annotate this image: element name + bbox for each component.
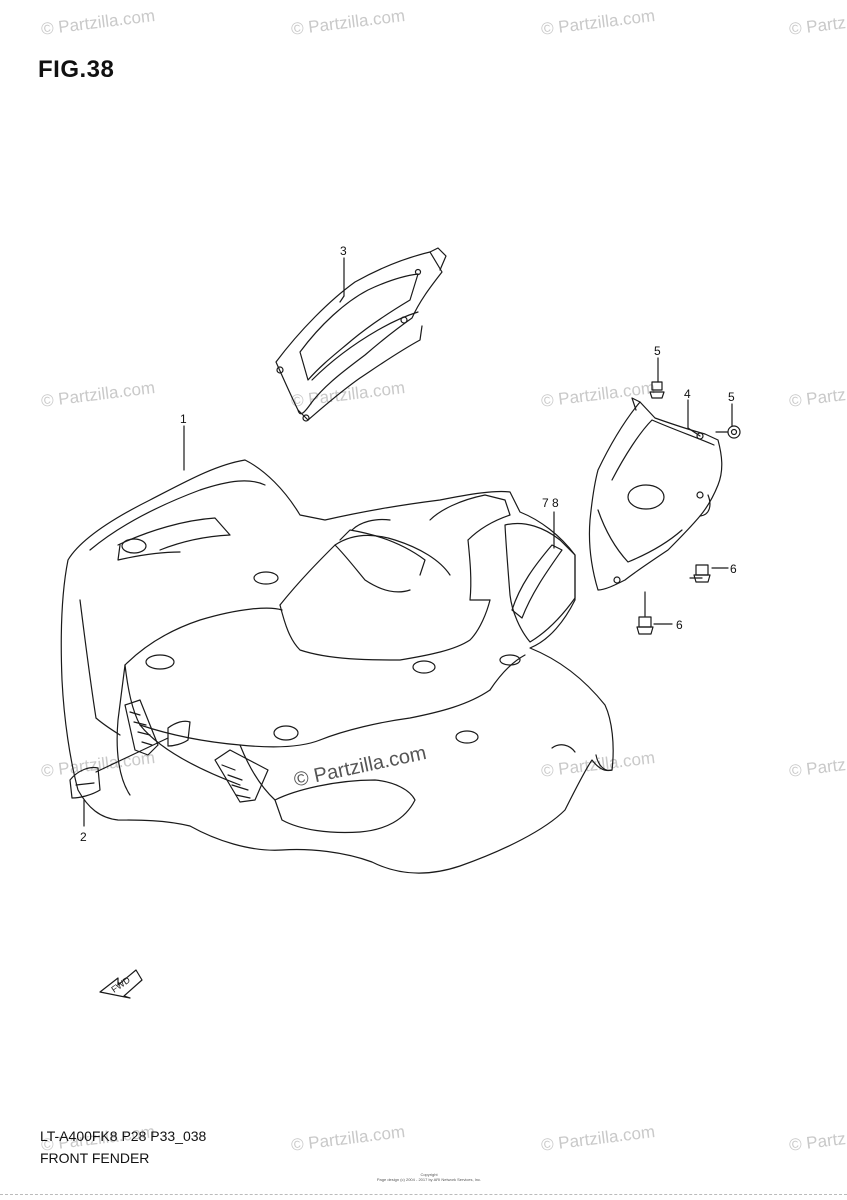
callout-1-front-fender[interactable]: 1 <box>180 412 187 426</box>
forward-direction-arrow: FWD <box>99 969 143 999</box>
callout-3-upper-cover[interactable]: 3 <box>340 244 347 258</box>
page-bottom-divider <box>0 1194 847 1195</box>
callout-7-8-emblem[interactable]: 7 8 <box>542 496 559 510</box>
callout-6-bolt[interactable]: 6 <box>676 618 683 632</box>
part-group-name: FRONT FENDER <box>40 1150 150 1166</box>
part-1-front-fender[interactable] <box>60 459 614 874</box>
copyright-notice: Copyright Page design (c) 2004 - 2017 by… <box>364 1172 494 1182</box>
part-4-side-cover[interactable] <box>588 397 723 591</box>
part-5-clip-a[interactable] <box>649 357 665 399</box>
part-6-bolt-a[interactable] <box>689 564 729 583</box>
copyright-line-1: Copyright <box>420 1172 438 1177</box>
copyright-line-2: Page design (c) 2004 - 2017 by ARI Netwo… <box>376 1177 482 1182</box>
figure-title: FIG.38 <box>38 56 115 83</box>
callout-5-clip[interactable]: 5 <box>728 390 735 404</box>
callout-4-side-cover[interactable]: 4 <box>684 387 691 401</box>
part-3-upper-cover[interactable] <box>275 247 447 422</box>
part-2-reflector[interactable] <box>69 720 191 827</box>
part-7-8-emblem[interactable] <box>511 511 563 619</box>
part-6-bolt-b[interactable] <box>636 591 673 635</box>
part-5-clip-b[interactable] <box>715 403 741 439</box>
model-code: LT-A400FK8 P28 P33_038 <box>40 1128 207 1144</box>
callout-2-reflector[interactable]: 2 <box>80 830 87 844</box>
callout-5-clip[interactable]: 5 <box>654 344 661 358</box>
callout-6-bolt[interactable]: 6 <box>730 562 737 576</box>
